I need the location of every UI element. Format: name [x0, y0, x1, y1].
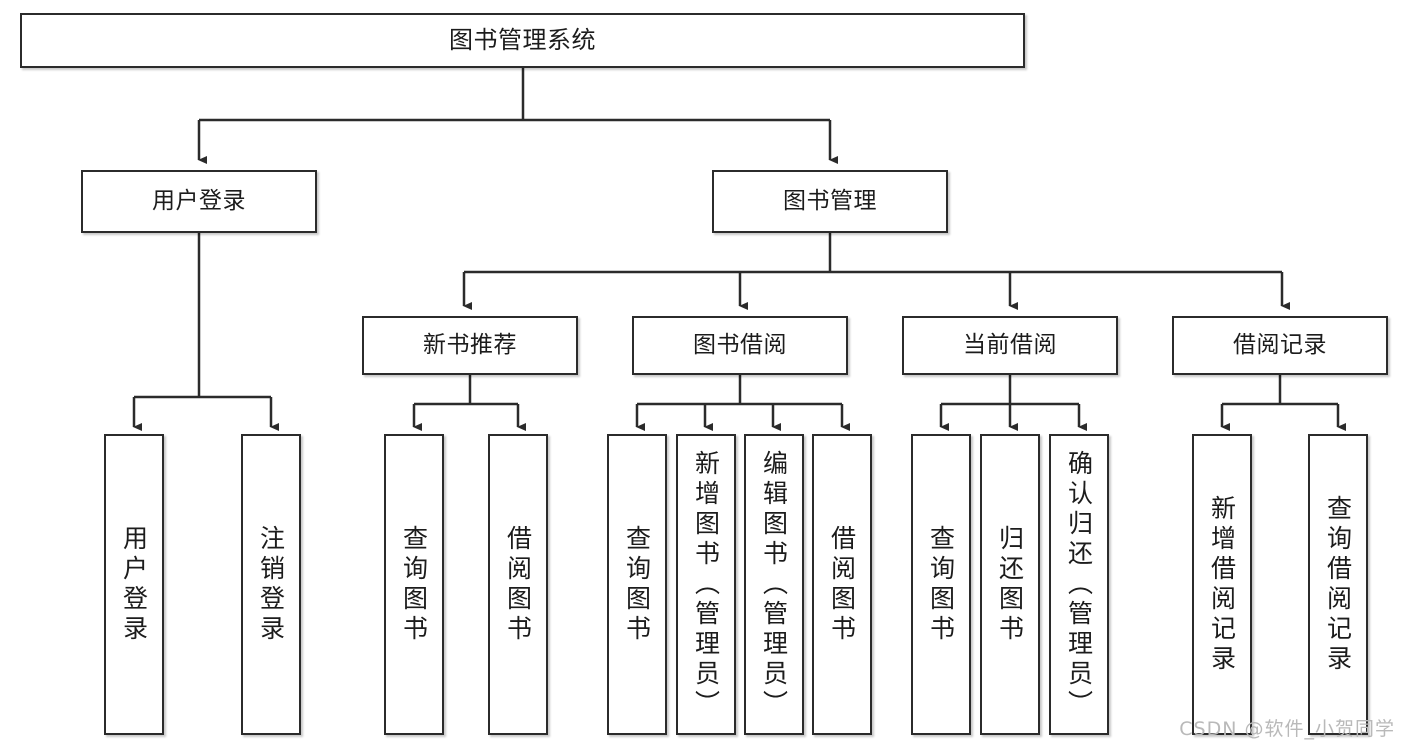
node-borrow-record-label: 借阅记录	[1233, 332, 1327, 359]
node-leaf-borrow-book-1[interactable]: 借阅图书	[488, 434, 548, 735]
node-leaf-query-book-3-label: 查询图书	[926, 524, 956, 645]
node-leaf-query-book-1-label: 查询图书	[399, 524, 429, 645]
node-book-manage-label: 图书管理	[783, 188, 877, 215]
node-leaf-query-book-2-label: 查询图书	[622, 524, 652, 645]
node-leaf-confirm-return[interactable]: 确认归还（管理员）	[1049, 434, 1109, 735]
node-borrow-record[interactable]: 借阅记录	[1172, 316, 1388, 375]
node-new-book-recommend[interactable]: 新书推荐	[362, 316, 578, 375]
node-leaf-query-record[interactable]: 查询借阅记录	[1308, 434, 1368, 735]
node-leaf-query-book-3[interactable]: 查询图书	[911, 434, 971, 735]
node-leaf-user-login[interactable]: 用户登录	[104, 434, 164, 735]
node-leaf-borrow-book-2-label: 借阅图书	[827, 524, 857, 645]
node-leaf-edit-book[interactable]: 编辑图书（管理员）	[744, 434, 804, 735]
node-root-label: 图书管理系统	[449, 25, 596, 54]
node-leaf-add-book[interactable]: 新增图书（管理员）	[676, 434, 736, 735]
node-leaf-add-record-label: 新增借阅记录	[1207, 494, 1237, 675]
node-current-borrow[interactable]: 当前借阅	[902, 316, 1118, 375]
node-leaf-logout-label: 注销登录	[256, 524, 286, 645]
node-leaf-logout[interactable]: 注销登录	[241, 434, 301, 735]
node-leaf-borrow-book-1-label: 借阅图书	[503, 524, 533, 645]
node-leaf-add-record[interactable]: 新增借阅记录	[1192, 434, 1252, 735]
node-user-login-label: 用户登录	[152, 188, 246, 215]
node-new-book-recommend-label: 新书推荐	[423, 332, 517, 359]
node-leaf-user-login-label: 用户登录	[119, 524, 149, 645]
node-leaf-query-book-2[interactable]: 查询图书	[607, 434, 667, 735]
node-current-borrow-label: 当前借阅	[963, 332, 1057, 359]
node-user-login[interactable]: 用户登录	[81, 170, 317, 233]
watermark: CSDN @软件_小贺同学	[1179, 718, 1395, 740]
node-leaf-return-book-label: 归还图书	[995, 524, 1025, 645]
node-leaf-query-record-label: 查询借阅记录	[1323, 494, 1353, 675]
node-leaf-borrow-book-2[interactable]: 借阅图书	[812, 434, 872, 735]
node-book-borrow-label: 图书借阅	[693, 332, 787, 359]
node-leaf-query-book-1[interactable]: 查询图书	[384, 434, 444, 735]
node-root[interactable]: 图书管理系统	[20, 13, 1025, 68]
node-book-borrow[interactable]: 图书借阅	[632, 316, 848, 375]
node-leaf-return-book[interactable]: 归还图书	[980, 434, 1040, 735]
node-leaf-confirm-return-label: 确认归还（管理员）	[1064, 449, 1094, 720]
node-leaf-edit-book-label: 编辑图书（管理员）	[759, 449, 789, 720]
node-leaf-add-book-label: 新增图书（管理员）	[691, 449, 721, 720]
node-book-manage[interactable]: 图书管理	[712, 170, 948, 233]
